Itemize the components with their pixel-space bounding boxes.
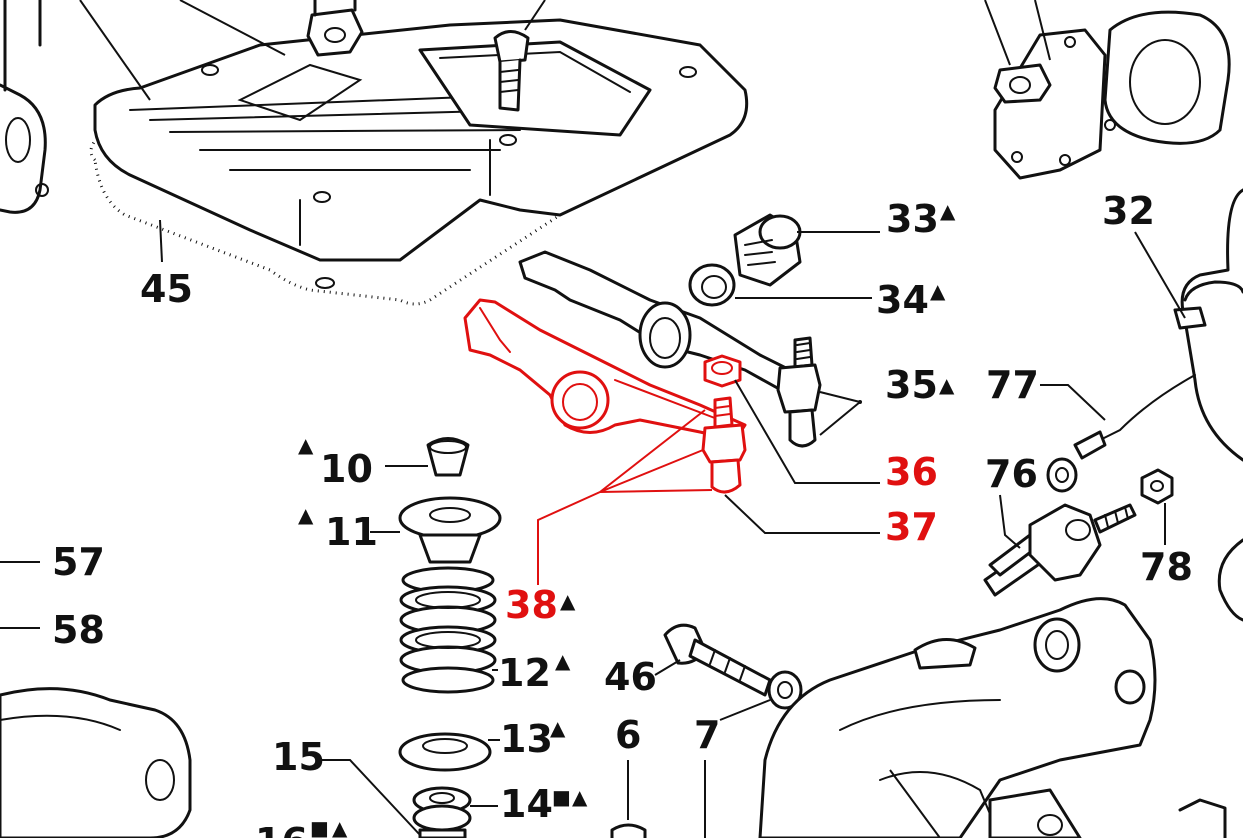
- label-11-triangle: ▲: [298, 503, 314, 527]
- part-34-washer: [688, 263, 736, 307]
- label-12: 12: [498, 651, 551, 695]
- exhaust-flange: [984, 0, 1231, 180]
- label-14-square: ■: [552, 785, 571, 809]
- label-34: 34: [876, 278, 929, 322]
- part-10-collet: [426, 437, 470, 477]
- label-32: 32: [1102, 189, 1155, 233]
- label-16-square: ■: [310, 816, 329, 838]
- label-38-triangle: ▲: [560, 589, 576, 613]
- part-37-adjuster: [701, 396, 747, 494]
- part-12-valve-spring: [399, 566, 497, 694]
- part-38-rocker-arm: [463, 298, 747, 442]
- label-16: 16: [255, 820, 308, 838]
- label-57: 57: [52, 540, 105, 584]
- label-33-triangle: ▲: [940, 199, 956, 223]
- part-33-bolt: [733, 213, 802, 287]
- part-76-sensor: [983, 503, 1137, 597]
- label-35-triangle: ▲: [939, 373, 955, 397]
- label-76: 76: [985, 452, 1038, 496]
- label-14-triangle: ▲: [572, 785, 588, 809]
- label-78: 78: [1140, 545, 1193, 589]
- label-45: 45: [140, 267, 193, 311]
- rocker-cover: [79, 0, 749, 306]
- label-12-triangle: ▲: [555, 649, 571, 673]
- part-46-bolt: [663, 623, 772, 697]
- label-15: 15: [272, 735, 325, 779]
- label-10-triangle: ▲: [298, 433, 314, 457]
- bottom-left-manifold: [0, 687, 192, 838]
- label-37: 37: [885, 505, 938, 549]
- part-7-washer: [767, 670, 803, 710]
- part-14-oil-seal: [412, 786, 472, 838]
- left-manifold-fragment: [0, 0, 49, 214]
- label-36: 36: [885, 450, 938, 494]
- part-11-spring-cap: [398, 496, 502, 564]
- label-58: 58: [52, 608, 105, 652]
- label-6: 6: [615, 713, 641, 757]
- part-35-stud: [776, 336, 822, 448]
- label-35: 35: [885, 363, 938, 407]
- part-13-spring-seat: [398, 732, 492, 772]
- label-77: 77: [986, 363, 1039, 407]
- label-16-triangle: ▲: [332, 816, 348, 838]
- right-pipe: [1173, 188, 1243, 838]
- label-38: 38: [505, 583, 558, 627]
- label-13: 13: [500, 717, 553, 761]
- label-46: 46: [604, 655, 657, 699]
- part-36-nut: [703, 354, 742, 388]
- label-13-triangle: ▲: [550, 716, 566, 740]
- label-11: 11: [325, 510, 378, 554]
- label-34-triangle: ▲: [930, 279, 946, 303]
- label-7: 7: [694, 713, 720, 757]
- label-14: 14: [500, 782, 553, 826]
- bottom-right-manifold: [758, 597, 1157, 838]
- part-77-wire: [1046, 374, 1196, 493]
- label-33: 33: [886, 197, 939, 241]
- part-78-nut: [1140, 468, 1174, 505]
- label-10: 10: [320, 447, 373, 491]
